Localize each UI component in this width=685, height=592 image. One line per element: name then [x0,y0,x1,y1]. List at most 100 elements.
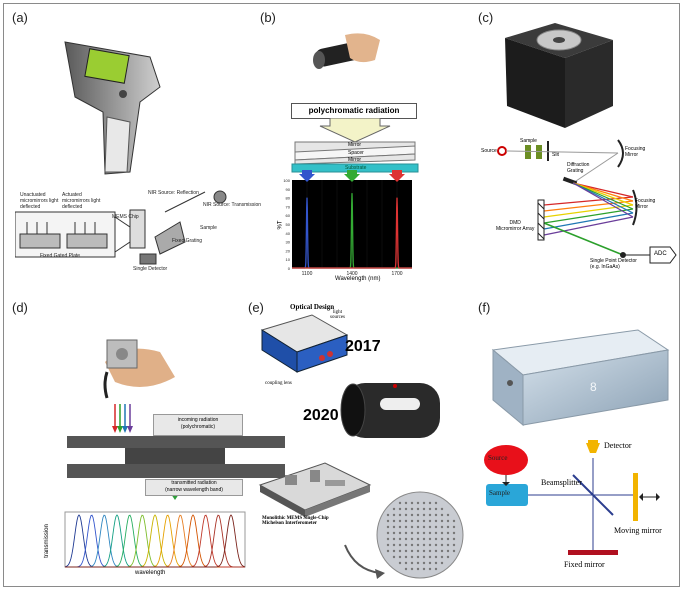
e-wafer-die [398,501,402,505]
e-wafer-die [422,537,426,541]
b-ytick: 80 [286,196,291,201]
e-wafer-die [416,507,420,511]
e-wafer-die [422,513,426,517]
e-wafer-die [392,507,396,511]
c-dmd-array [537,199,545,241]
panel-b-label: (b) [260,10,276,25]
e-wafer-die [440,531,444,535]
b-ytick: 40 [286,231,291,236]
c-ray [543,208,634,224]
e-wafer-die [434,531,438,535]
b-polychromatic-box: polychromatic radiation [291,103,417,119]
e-wafer-die [428,561,432,565]
e-wafer-die [446,555,450,559]
c-slit: Slit [552,152,559,158]
e-wafer-die [410,561,414,565]
c-adc: ADC [654,251,667,257]
b-ytick: 0 [288,266,291,271]
e-optical-design: Optical Design [290,303,335,311]
b-mirror1: Mirror [348,142,362,148]
e-wafer-die [428,507,432,511]
c-ray [543,216,634,236]
d-incoming-arrowhead [112,426,118,433]
c-focusing-mirror-2: Focusing Mirror [635,198,656,210]
e-wafer-die [440,561,444,565]
hand-chip-photo [103,339,175,399]
e-wafer-die [422,519,426,523]
b-color-arrow [299,170,315,182]
e-wafer-die [416,549,420,553]
d-incoming-arrowhead [122,426,128,433]
panel-a-schematic [15,190,227,265]
c-ray [572,182,634,202]
e-wafer-die [416,519,420,523]
panel-a-label: (a) [12,10,28,25]
c-ray [543,196,634,206]
e-wafer-die [452,519,456,523]
e-wafer-die [386,519,390,523]
e-wafer-die [398,525,402,529]
e-wafer-die [428,525,432,529]
b-ytick: 100 [283,178,290,183]
b-xtick: 1100 [302,271,313,277]
panel-c-label: (c) [478,10,494,25]
e-wafer-die [446,531,450,535]
d-incoming-arrowhead [127,426,133,433]
f-detector: Detector [604,441,632,450]
e-wafer-die [416,501,420,505]
e-wafer-die [404,549,408,553]
a-sample: Sample [200,225,217,231]
e-wafer-die [446,537,450,541]
e-wafer-die [410,555,414,559]
e-wafer-die [398,549,402,553]
a-actuated-text: Actuated micromirrors light deflected [62,192,101,210]
panel-e-label: (e) [248,300,264,315]
d-incoming-box: incoming radiation (polychromatic) [153,414,243,436]
e-wafer-die [416,537,420,541]
b-color-arrow [389,170,405,182]
d-transmission-chart [64,511,246,568]
e-wafer-die [386,531,390,535]
e-wafer-die [416,513,420,517]
e-wafer-die [416,543,420,547]
e-wafer-die [404,501,408,505]
e-wafer-die [392,525,396,529]
e-wafer-die [398,519,402,523]
e-wafer-die [410,537,414,541]
torch-spectrometer-photo [313,33,380,69]
c-ray [543,204,634,218]
f-spectrometer-box: 8 [491,329,670,427]
e-wafer-die [434,567,438,571]
e-wafer-die [440,519,444,523]
e-wafer-die [422,501,426,505]
e-wafer-die [404,525,408,529]
e-mems-chip [258,462,372,517]
e-wafer-die [410,567,414,571]
e-wafer-die [404,567,408,571]
b-ytick: 10 [286,257,291,262]
e-wafer-die [392,537,396,541]
e-wafer-die [446,549,450,553]
f-sample: Sample [489,489,510,497]
e-wafer-die [392,531,396,535]
e-wafer-die [434,537,438,541]
a-nir-reflection: NIR Source: Reflection [148,190,199,196]
b-xtick: 1700 [391,271,402,277]
e-wafer-die [386,543,390,547]
e-wafer-die [446,513,450,517]
svg-text:8: 8 [590,380,597,394]
e-wafer-die [428,549,432,553]
e-coupling-lens: coupling lens [265,381,292,386]
e-wafer-die [410,513,414,517]
e-handheld-2020 [340,383,440,438]
e-wafer-die [416,531,420,535]
e-wafer-die [440,543,444,547]
c-ray [572,182,634,218]
b-ytick: 90 [286,187,291,192]
b-substrate: Substrate [345,165,367,171]
e-wafer-die [428,501,432,505]
e-year-2017: 2017 [345,338,381,355]
b-xlabel: Wavelength (nm) [335,276,381,282]
e-wafer-die [398,561,402,565]
